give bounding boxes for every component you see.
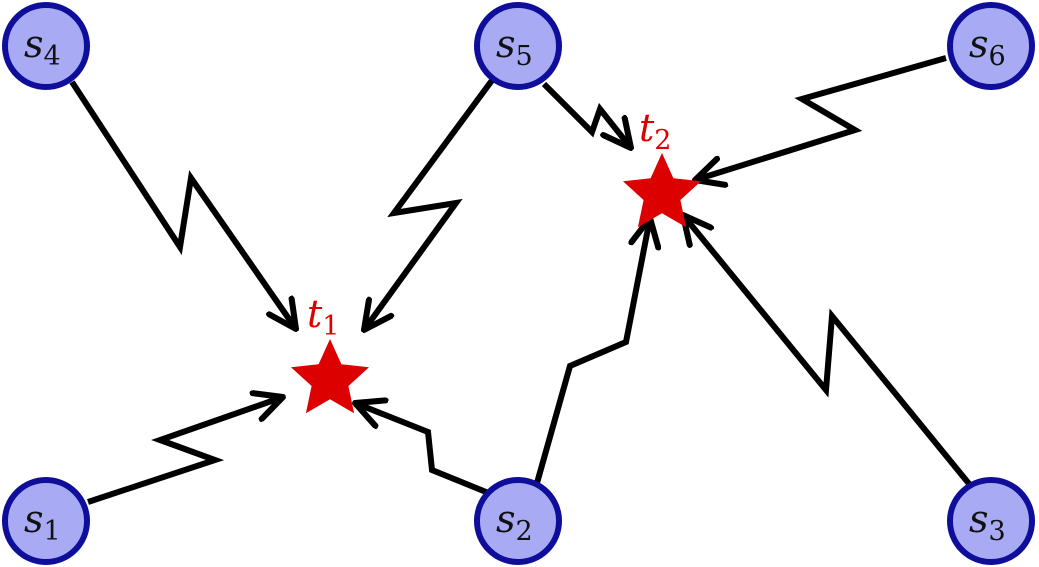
node-circle [947, 477, 1035, 565]
node-s2: s2 [474, 477, 562, 565]
node-label-s5: s5 [496, 22, 533, 72]
edge-s5-t2 [541, 81, 631, 148]
node-s5: s5 [474, 2, 562, 90]
node-s3: s3 [947, 477, 1035, 565]
node-circle [474, 2, 562, 90]
node-label-s6: s6 [969, 22, 1006, 72]
targets: t1 t2 [291, 106, 701, 414]
node-label-s4: s4 [24, 22, 61, 72]
node-circle [947, 2, 1035, 90]
node-circle [474, 477, 562, 565]
node-label-s1: s1 [24, 497, 61, 547]
node-s1: s1 [2, 477, 90, 565]
star-icon [623, 153, 701, 228]
edge-s2-t1 [355, 403, 493, 497]
edge-s4-t1 [69, 80, 296, 329]
node-label-s2: s2 [496, 497, 533, 547]
node-label-s3: s3 [969, 497, 1006, 547]
edge-s2-t2 [534, 218, 650, 484]
target-label-t1: t1 [307, 292, 339, 342]
edge-s3-t2 [683, 215, 973, 487]
node-circle [2, 2, 90, 90]
edge-s6-t2 [695, 55, 947, 180]
node-s6: s6 [947, 2, 1035, 90]
edge-s1-t1 [87, 397, 283, 505]
star-icon [291, 339, 369, 414]
node-s4: s4 [2, 2, 90, 90]
edges [69, 55, 973, 505]
edge-s5-t1 [364, 77, 496, 330]
target-t2: t2 [623, 106, 701, 228]
target-label-t2: t2 [639, 106, 671, 156]
node-circle [2, 477, 90, 565]
target-t1: t1 [291, 292, 369, 414]
